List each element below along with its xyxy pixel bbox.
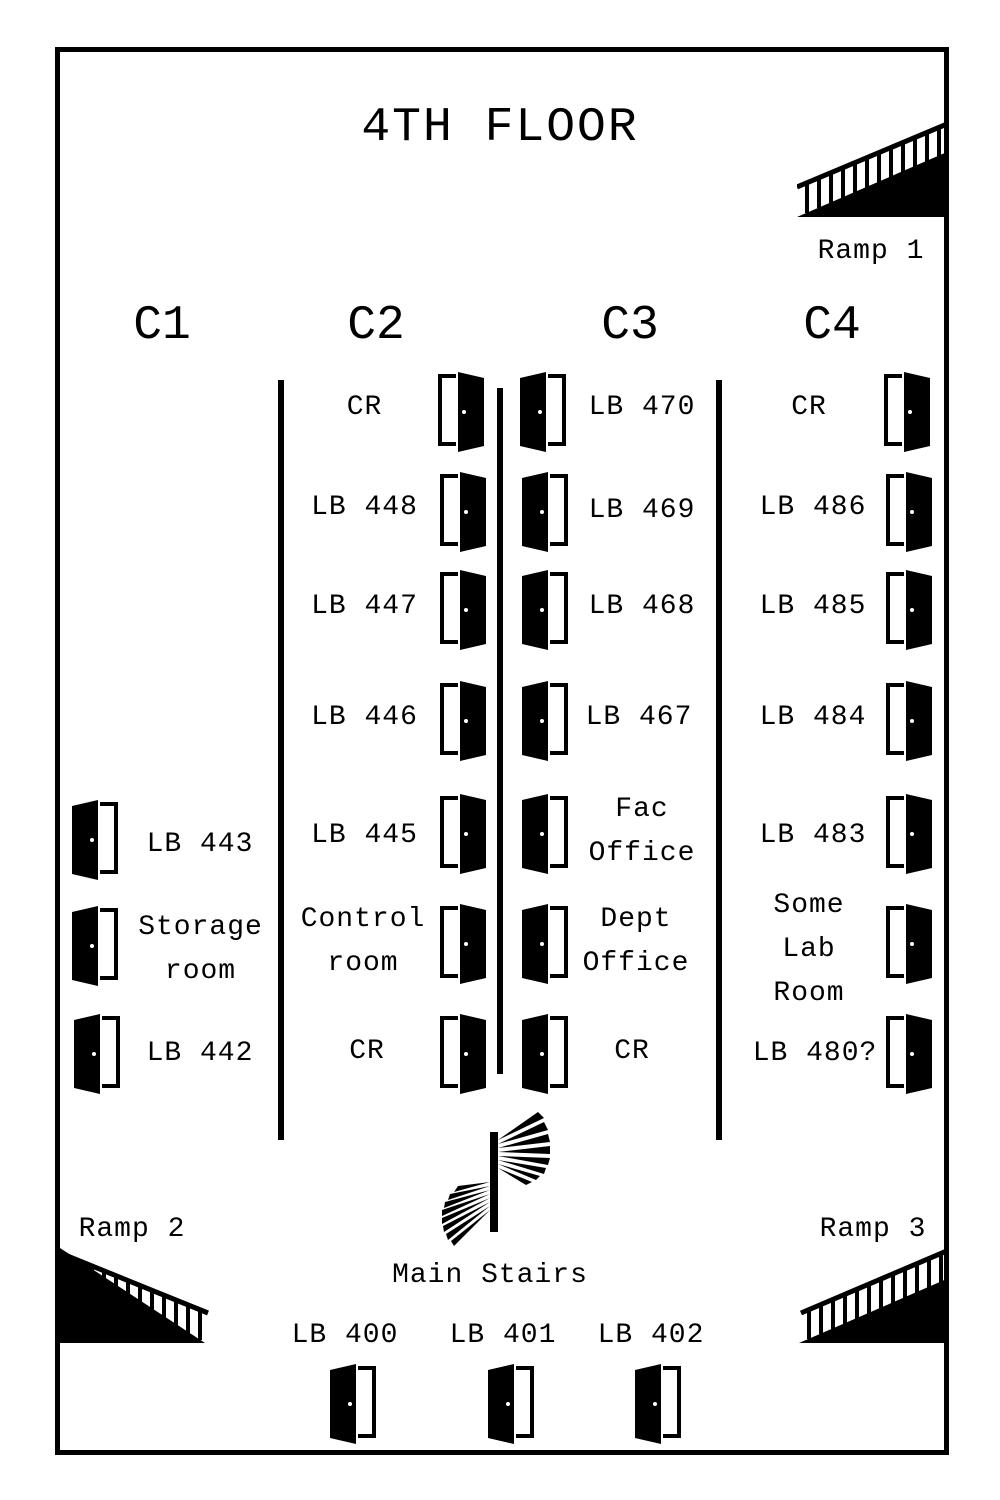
door-icon[interactable] — [520, 904, 570, 984]
door-icon[interactable] — [440, 794, 490, 874]
door-icon[interactable] — [440, 681, 490, 761]
room-label: LB 447 — [311, 591, 418, 622]
room-label: LB 400 — [291, 1320, 399, 1351]
door-icon[interactable] — [440, 1014, 490, 1094]
room-label: LB 486 — [759, 492, 867, 523]
door-icon[interactable] — [520, 570, 570, 650]
room-label: Fac Office — [588, 794, 696, 869]
room-label: LB 469 — [588, 495, 696, 526]
door-icon[interactable] — [886, 794, 936, 874]
door-icon[interactable] — [440, 904, 490, 984]
floor-title: 4TH FLOOR — [361, 101, 639, 155]
room-label: LB 446 — [311, 702, 418, 733]
ramp-2-icon — [59, 1248, 210, 1343]
room-label: LB 485 — [759, 591, 867, 622]
room-label: CR — [791, 392, 827, 423]
building-outline — [55, 47, 949, 1455]
door-icon[interactable] — [438, 372, 488, 452]
column-c2-label: C2 — [347, 299, 405, 353]
room-label: LB 483 — [759, 820, 867, 851]
room-label: CR — [346, 392, 383, 423]
ramp-2-label: Ramp 2 — [78, 1214, 186, 1245]
door-icon[interactable] — [518, 372, 568, 452]
door-icon[interactable] — [486, 1364, 536, 1444]
door-icon[interactable] — [520, 1014, 570, 1094]
door-icon[interactable] — [520, 681, 570, 761]
door-icon[interactable] — [440, 570, 490, 650]
room-label: Storage room — [138, 912, 263, 987]
column-c3-label: C3 — [601, 299, 659, 353]
room-label: LB 401 — [449, 1320, 557, 1351]
corridor-wall-c3-c4 — [716, 380, 722, 1140]
door-icon[interactable] — [520, 472, 570, 552]
door-icon[interactable] — [886, 570, 936, 650]
door-icon[interactable] — [886, 681, 936, 761]
room-label: CR — [349, 1036, 385, 1067]
room-label: CR — [614, 1036, 650, 1067]
room-label: LB 470 — [588, 392, 696, 423]
room-label: LB 445 — [311, 820, 418, 851]
door-icon[interactable] — [328, 1364, 378, 1444]
door-icon[interactable] — [886, 472, 936, 552]
room-label: LB 402 — [597, 1320, 705, 1351]
room-label: LB 448 — [311, 492, 418, 523]
door-icon[interactable] — [72, 1014, 122, 1094]
spiral-stairs-icon — [440, 1110, 552, 1250]
door-icon[interactable] — [884, 372, 934, 452]
room-label: Dept Office — [582, 904, 690, 979]
corridor-wall-c2-c3 — [497, 388, 503, 1074]
room-label: LB 468 — [588, 591, 696, 622]
door-icon[interactable] — [440, 472, 490, 552]
ramp-3-icon — [799, 1247, 950, 1343]
room-label: Control room — [300, 904, 426, 979]
door-icon[interactable] — [886, 1014, 936, 1094]
room-label: LB 484 — [759, 702, 867, 733]
door-icon[interactable] — [886, 904, 936, 984]
corridor-wall-c1-c2 — [278, 380, 284, 1140]
door-icon[interactable] — [70, 800, 120, 880]
door-icon[interactable] — [70, 906, 120, 986]
room-label: LB 443 — [146, 829, 254, 860]
ramp-1-label: Ramp 1 — [817, 236, 925, 267]
room-label: Some Lab Room — [773, 890, 845, 1009]
room-label: LB 467 — [585, 702, 693, 733]
ramp-1-icon — [796, 121, 948, 217]
ramp-3-label: Ramp 3 — [819, 1214, 927, 1245]
door-icon[interactable] — [633, 1364, 683, 1444]
room-label: LB 442 — [146, 1038, 254, 1069]
door-icon[interactable] — [520, 794, 570, 874]
main-stairs-label: Main Stairs — [392, 1260, 588, 1291]
room-label: LB 480? — [752, 1038, 878, 1069]
column-c4-label: C4 — [803, 299, 861, 353]
column-c1-label: C1 — [133, 299, 191, 353]
